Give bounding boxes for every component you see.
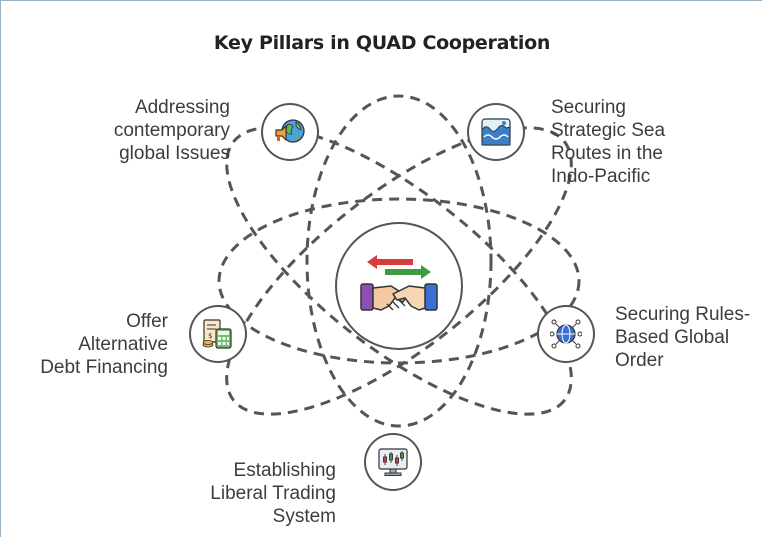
ocean-waves-icon <box>481 118 511 146</box>
label-line: Liberal Trading <box>210 483 336 504</box>
label-line: Debt Financing <box>40 357 168 378</box>
label-line: Indo-Pacific <box>551 166 651 187</box>
svg-text:$: $ <box>208 332 212 340</box>
orbit-ring-diagonal-a <box>225 126 573 416</box>
label-line: Alternative <box>78 334 168 355</box>
orbit-ring-vertical <box>305 94 493 428</box>
pillar-label-sea-routes: Securing Strategic Sea Routes in the Ind… <box>551 96 665 188</box>
pillar-label-trading-system: Establishing Liberal Trading System <box>210 459 336 528</box>
label-line: Strategic Sea <box>551 120 666 141</box>
pillar-node-global-issues <box>263 105 317 159</box>
center-hub <box>337 224 461 348</box>
label-line: global Issues <box>119 143 230 164</box>
pillar-label-rules-based-order: Securing Rules- Based Global Order <box>615 303 750 372</box>
network-globe-icon <box>550 319 582 349</box>
handshake-exchange-icon <box>360 255 438 311</box>
label-line: Securing Rules- <box>615 304 751 325</box>
label-line: Routes in the <box>551 143 663 164</box>
diagram-title: Key Pillars in QUAD Cooperation <box>213 32 551 54</box>
label-line: Based Global <box>615 327 730 348</box>
pillar-label-debt-financing: Offer Alternative Debt Financing <box>40 310 168 379</box>
label-line: Order <box>615 350 664 371</box>
label-line: Addressing <box>134 97 230 118</box>
label-line: contemporary <box>113 120 230 141</box>
pillar-label-global-issues: Addressing contemporary global Issues <box>114 96 230 165</box>
orbit-ring-horizontal <box>217 197 581 365</box>
label-line: Securing <box>551 97 626 118</box>
calculator-invoice-icon: $ <box>202 319 232 349</box>
label-line: Offer <box>126 311 168 332</box>
pillar-node-trading-system <box>366 435 420 489</box>
trading-chart-icon <box>378 448 408 476</box>
orbit-ring-diagonal-b <box>225 126 573 416</box>
pillar-node-debt-financing: $ <box>191 307 245 361</box>
globe-megaphone-icon <box>275 119 305 143</box>
label-line: Establishing <box>233 460 336 481</box>
pillar-node-rules-based-order <box>539 307 593 361</box>
label-line: System <box>272 506 336 527</box>
pillar-node-sea-routes <box>469 105 523 159</box>
